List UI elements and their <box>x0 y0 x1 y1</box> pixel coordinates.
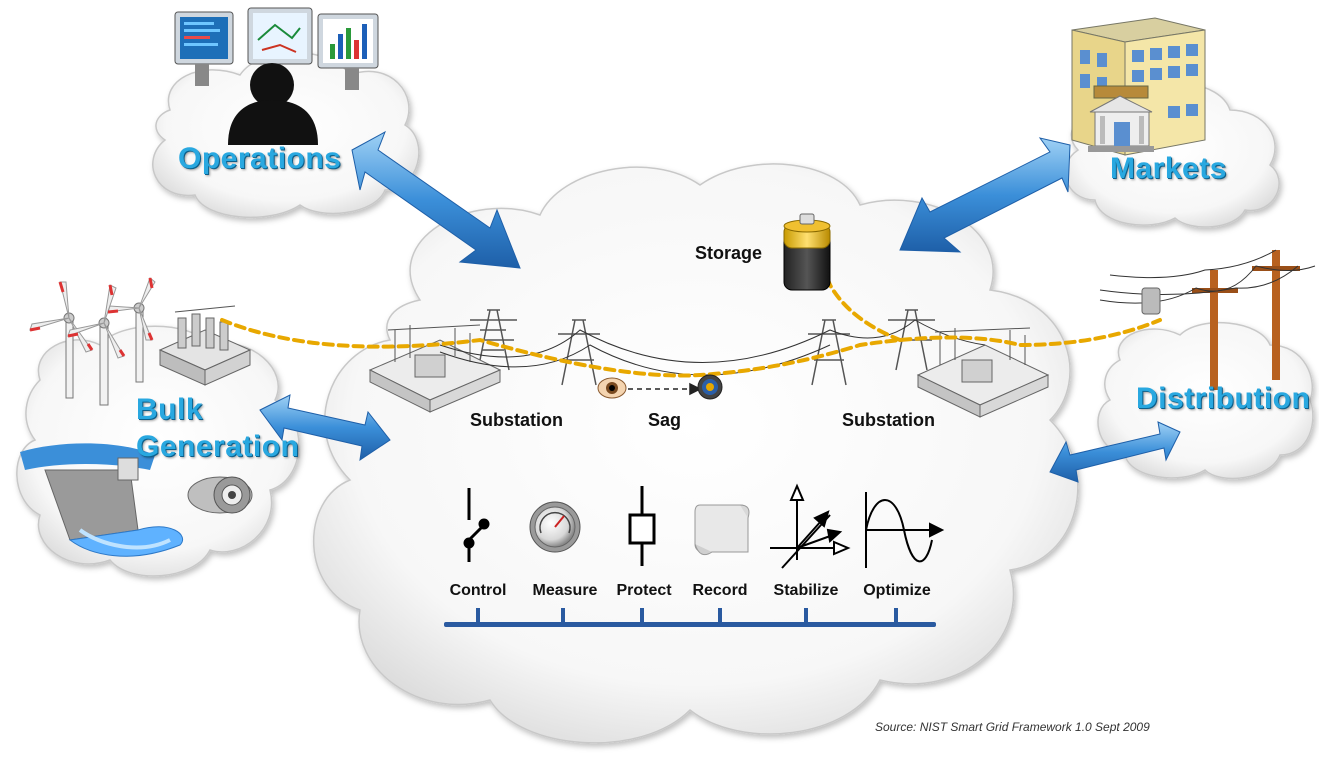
substation-right-label: Substation <box>842 410 935 430</box>
hydro-dam-icon <box>20 443 183 557</box>
function-measure-label: Measure <box>532 582 598 599</box>
function-record-label: Record <box>692 582 748 599</box>
bulk-generation-arrow <box>259 394 391 462</box>
gas-turbine-icon <box>187 476 253 514</box>
right-substation-icon <box>916 327 1050 418</box>
eye-icon <box>597 377 627 399</box>
function-protect-label: Protect <box>616 582 672 599</box>
distribution-arrow <box>1049 421 1181 483</box>
main-cloud <box>312 163 1079 744</box>
wind-turbine-icon <box>29 277 156 406</box>
switch-icon <box>463 488 490 562</box>
generation-label: Generation <box>136 430 300 463</box>
operations-arrow <box>351 130 521 269</box>
target-icon <box>697 374 723 400</box>
left-substation-icon <box>368 324 502 413</box>
vector-stabilize-icon <box>770 483 851 569</box>
utility-pole-icon <box>1099 249 1316 390</box>
scroll-record-icon <box>694 504 750 556</box>
operations-workstation-icon <box>174 7 379 145</box>
substation-left-label: Substation <box>470 410 563 430</box>
sine-optimize-icon <box>865 492 945 568</box>
source-caption: Source: NIST Smart Grid Framework 1.0 Se… <box>875 720 1150 734</box>
operations-label: Operations <box>178 142 342 175</box>
protection-relay-icon <box>628 486 656 566</box>
markets-label: Markets <box>1110 152 1227 185</box>
markets-arrow <box>899 137 1071 253</box>
battery-icon <box>783 213 831 291</box>
generation-substation-icon <box>158 305 252 386</box>
sag-arrow <box>628 382 702 396</box>
bulk-label: Bulk <box>136 393 204 426</box>
function-optimize-label: Optimize <box>863 582 931 599</box>
function-control-label: Control <box>449 582 507 599</box>
sag-label: Sag <box>648 410 682 430</box>
distribution-label: Distribution <box>1136 382 1311 415</box>
gauge-icon <box>529 501 581 553</box>
function-stabilize-label: Stabilize <box>773 582 839 599</box>
storage-label: Storage <box>695 243 763 263</box>
function-bus-bar <box>444 608 936 627</box>
market-building-icon <box>1071 17 1206 156</box>
